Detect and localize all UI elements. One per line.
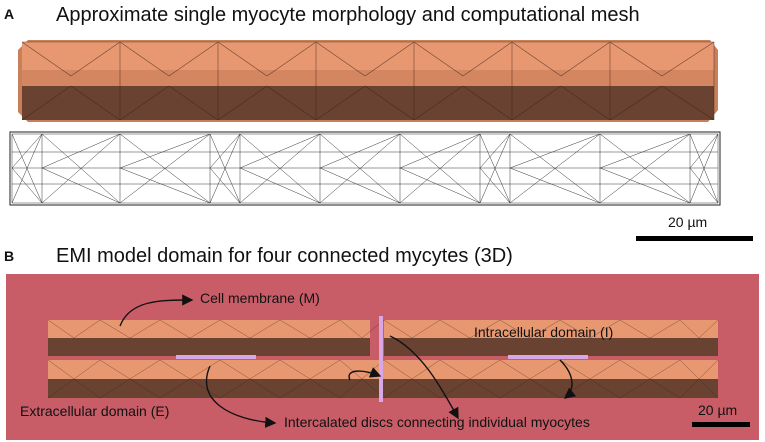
- panel-b-scale-label: 20 µm: [698, 402, 738, 418]
- label-intracellular: Intracellular domain (I): [474, 324, 614, 340]
- panel-b-letter: B: [4, 248, 15, 264]
- panel-a-title: Approximate single myocyte morphology an…: [56, 4, 640, 26]
- panel-b-scale-bar: [692, 422, 750, 427]
- cells-upper-row: [48, 320, 718, 356]
- annotation-arrows: [119, 294, 577, 428]
- label-cell-membrane: Cell membrane (M): [200, 290, 320, 306]
- myocyte-mesh: [9, 131, 721, 206]
- label-extracellular: Extracellular domain (E): [20, 403, 170, 419]
- panel-a-scale-bar: [636, 236, 753, 241]
- panel-b-title: EMI model domain for four connected mycy…: [56, 245, 513, 267]
- myocyte-shaded: [18, 40, 718, 122]
- label-intercalated: Intercalated discs connecting individual…: [284, 414, 590, 430]
- panel-a-letter: A: [4, 6, 15, 22]
- intercalated-discs: [176, 316, 588, 402]
- panel-a-scale-label: 20 µm: [668, 214, 708, 230]
